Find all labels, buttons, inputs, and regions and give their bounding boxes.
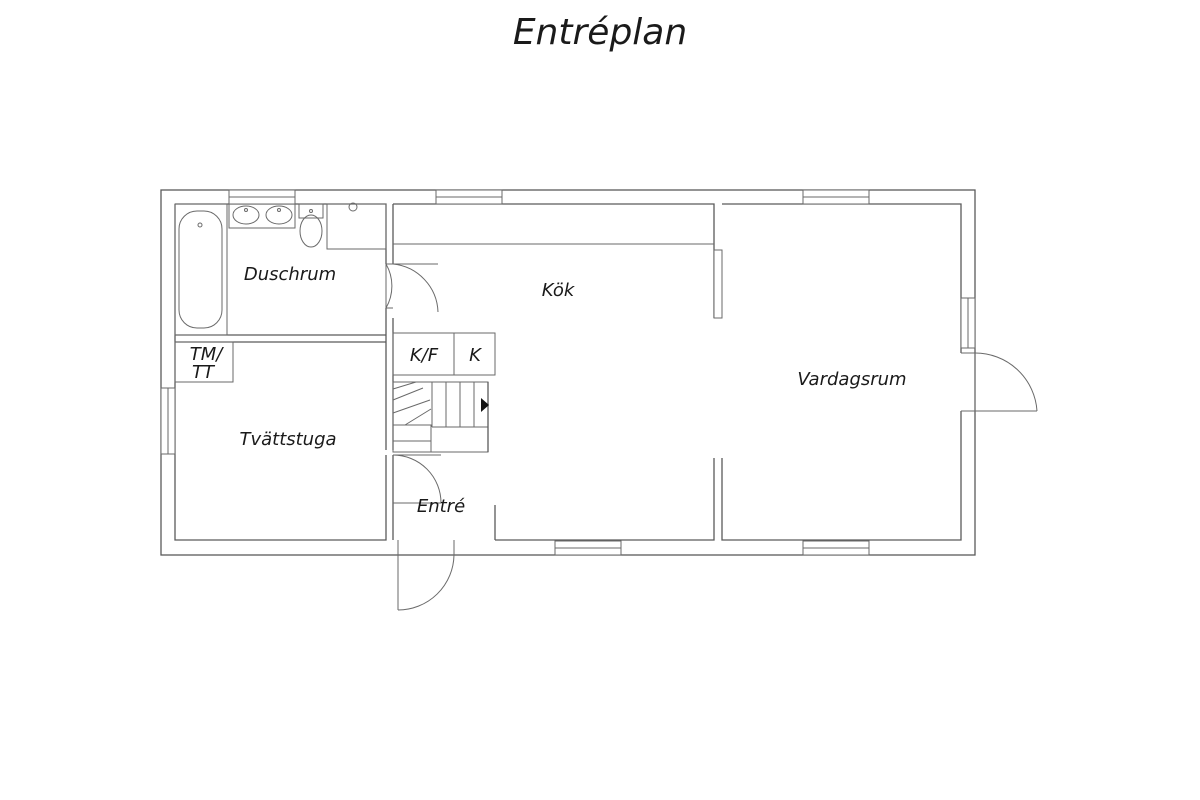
washer-dryer-box (174, 341, 234, 383)
room-label-kok: Kök (542, 280, 576, 301)
fixture-label-kf: K/F (410, 345, 439, 366)
toilet (298, 203, 324, 248)
room-label-duschrum: Duschrum (244, 264, 336, 285)
plan-title: Entréplan (512, 12, 688, 53)
room-label-vardagsrum: Vardagsrum (797, 369, 906, 390)
fixture-label-tt: TT (192, 362, 216, 383)
fixture-label-k: K (469, 345, 482, 366)
door-duschrum (385, 263, 393, 309)
doors (385, 263, 1038, 611)
room-label-tvattstuga: Tvättstuga (239, 429, 336, 450)
stairs (392, 381, 489, 453)
stairs-direction-arrow (481, 398, 489, 412)
bathtub (174, 203, 228, 336)
fixture-label-tm: TM/ (190, 344, 225, 365)
shower (326, 202, 387, 250)
windows (160, 189, 976, 556)
sinks (228, 203, 296, 229)
kitchen-appliances (392, 332, 496, 376)
room-label-entre: Entré (417, 496, 465, 517)
